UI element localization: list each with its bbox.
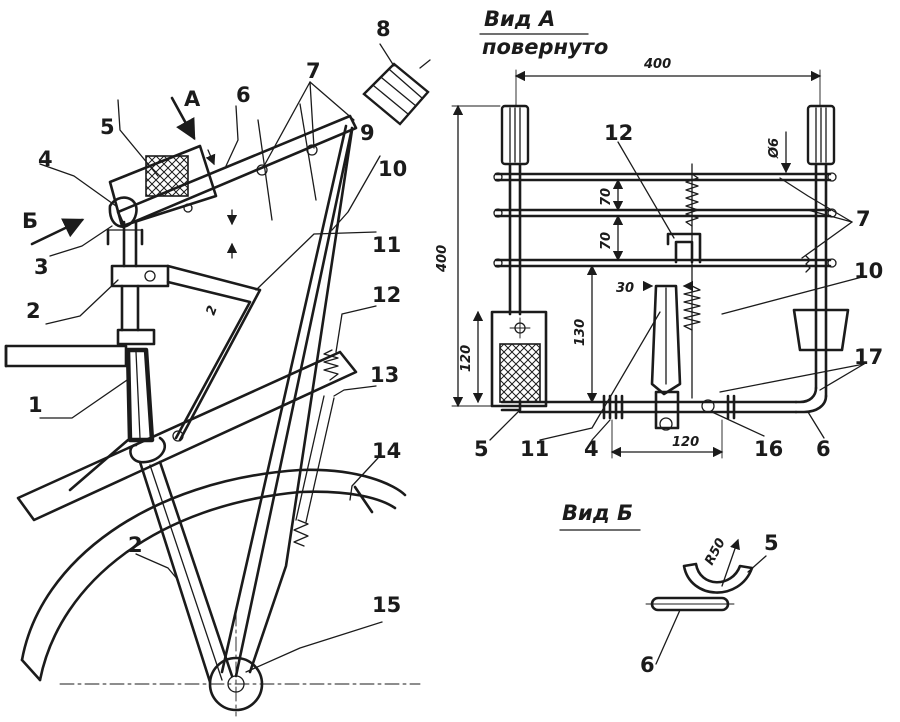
view-a-pad-5 — [472, 310, 548, 408]
view-a-label-10: 10 — [854, 259, 883, 283]
dim-offset-30: 30 — [616, 281, 634, 296]
arrow-b-label: Б — [22, 209, 38, 233]
view-b-label-6: 6 — [640, 653, 655, 677]
view-arrows — [30, 96, 238, 259]
side-label-1: 1 — [28, 393, 43, 417]
wheel-and-fender — [20, 468, 421, 717]
grip-8 — [362, 59, 431, 126]
view-a-label-17: 17 — [854, 345, 883, 369]
clamp-3-4 — [106, 196, 144, 246]
view-a-leaders — [489, 141, 867, 441]
dim-rod-diameter: Ø6 — [767, 138, 782, 159]
side-label-14: 14 — [372, 439, 401, 463]
view-a: Вид А повернуто 400 400 — [435, 7, 883, 461]
view-a-grip-left — [500, 104, 530, 166]
dim-radius-50: R50 — [702, 536, 728, 568]
view-b: Вид Б R50 5 6 — [559, 501, 779, 677]
view-a-label-11: 11 — [520, 437, 549, 461]
view-b-title: Вид Б — [562, 501, 633, 525]
side-label-4: 4 — [38, 147, 53, 171]
view-a-label-7: 7 — [856, 207, 871, 231]
pad-5 — [108, 144, 218, 228]
view-a-rods — [493, 172, 837, 273]
view-b-label-5: 5 — [764, 531, 779, 555]
dim-height-400: 400 — [435, 245, 450, 273]
rod-11 — [166, 264, 262, 442]
dim-height-130: 130 — [573, 319, 588, 346]
dim-width-120: 120 — [672, 435, 699, 450]
view-a-pad-right — [792, 308, 850, 352]
view-a-label-6: 6 — [816, 437, 831, 461]
side-label-10: 10 — [378, 157, 407, 181]
side-label-13: 13 — [370, 363, 399, 387]
arrow-a-label: А — [184, 87, 201, 111]
dim-spacing-70-b: 70 — [599, 232, 614, 250]
side-leaders — [39, 43, 395, 673]
view-a-subtitle: повернуто — [482, 35, 608, 59]
view-a-spring — [683, 163, 701, 399]
dim-width-400: 400 — [643, 57, 671, 72]
side-label-12: 12 — [372, 283, 401, 307]
stem-clamp — [110, 220, 170, 332]
side-label-11: 11 — [372, 233, 401, 257]
side-label-2-upper: 2 — [26, 299, 41, 323]
fork-tube — [116, 328, 234, 684]
view-a-label-12: 12 — [604, 121, 633, 145]
side-label-2-lower: 2 — [128, 533, 143, 557]
view-a-tubes — [500, 162, 828, 414]
view-a-spacing-dims — [586, 131, 792, 404]
view-b-leaders — [655, 555, 767, 665]
view-a-title: Вид А — [484, 7, 555, 31]
side-label-8: 8 — [376, 17, 391, 41]
view-b-bar-6 — [645, 596, 735, 612]
side-label-9: 9 — [360, 121, 375, 145]
side-label-3: 3 — [34, 255, 49, 279]
side-label-15: 15 — [372, 593, 401, 617]
spring-13 — [293, 349, 339, 547]
side-label-6: 6 — [236, 83, 251, 107]
cable-10 — [220, 124, 354, 678]
dim-spacing-70-a: 70 — [599, 188, 614, 206]
side-label-7: 7 — [306, 59, 321, 83]
side-small-2: 2 — [204, 304, 221, 318]
view-a-label-4: 4 — [584, 437, 599, 461]
side-view: 5 4 3 2 1 2 6 7 8 9 10 11 12 13 14 15 А … — [4, 17, 431, 717]
view-a-grip-right — [806, 104, 836, 166]
dim-height-120: 120 — [459, 345, 474, 372]
side-label-5: 5 — [100, 115, 115, 139]
view-a-collars — [602, 394, 736, 420]
view-a-label-5: 5 — [474, 437, 489, 461]
view-a-label-16: 16 — [754, 437, 783, 461]
